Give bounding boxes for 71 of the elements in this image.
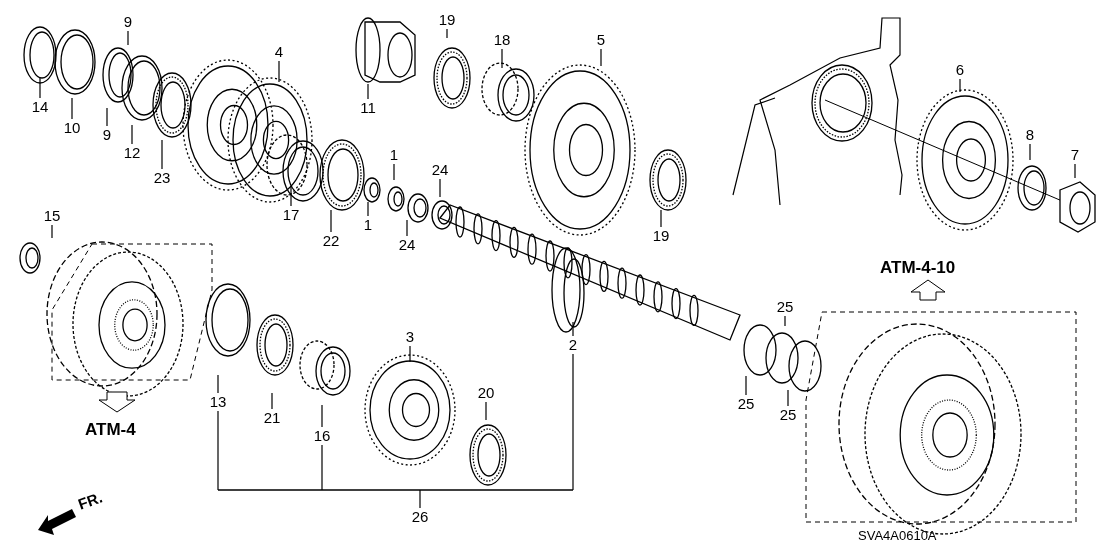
- leader-line: [787, 389, 789, 407]
- leader-line: [367, 83, 369, 100]
- callout-number: 8: [1017, 126, 1043, 144]
- callout-number: 15: [39, 207, 65, 225]
- reference-label: ATM-4: [85, 420, 136, 440]
- leader-line: [501, 48, 503, 69]
- leader-line: [271, 392, 273, 410]
- callout-number: 25: [733, 395, 759, 413]
- callout-number: 11: [355, 99, 381, 117]
- leader-line: [600, 48, 602, 67]
- callout-number: 9: [94, 126, 120, 144]
- leader-line: [278, 60, 280, 83]
- leader-line: [784, 315, 786, 327]
- leader-line: [745, 375, 747, 396]
- callout-number: 18: [489, 31, 515, 49]
- leader-line: [446, 28, 448, 39]
- leader-line: [393, 163, 395, 181]
- callout-number: 14: [27, 98, 53, 116]
- leader-line: [367, 201, 369, 217]
- leader-line: [439, 178, 441, 198]
- leader-line: [321, 444, 323, 491]
- callout-number: 4: [266, 43, 292, 61]
- callout-number: 5: [588, 31, 614, 49]
- leader-line: [217, 410, 219, 491]
- leader-line: [321, 404, 323, 428]
- leader-line: [51, 224, 53, 239]
- callout-number: 17: [278, 206, 304, 224]
- leader-line: [409, 345, 411, 363]
- direction-label: FR.: [75, 488, 105, 513]
- reference-label: ATM-4-10: [880, 258, 956, 278]
- leader-line: [217, 374, 219, 394]
- callout-number: 16: [309, 427, 335, 445]
- callout-number: 19: [434, 11, 460, 29]
- callout-number: 23: [149, 169, 175, 187]
- leader-line: [485, 401, 487, 421]
- leader-line: [1074, 163, 1076, 179]
- callout-number: 3: [397, 328, 423, 346]
- callout-number: 1: [355, 216, 381, 234]
- leader-line: [959, 78, 961, 93]
- callout-number: 25: [775, 406, 801, 424]
- leader-line: [106, 107, 108, 127]
- callout-number: 13: [205, 393, 231, 411]
- leader-line: [406, 219, 408, 237]
- callout-number: 20: [473, 384, 499, 402]
- leader-line: [572, 353, 574, 491]
- leader-line: [71, 97, 73, 120]
- callout-number: 12: [119, 144, 145, 162]
- callout-number: 10: [59, 119, 85, 137]
- drawing-code: SVA4A0610A: [858, 528, 937, 543]
- callout-number: 2: [560, 336, 586, 354]
- leader-line: [290, 186, 292, 207]
- callout-number: 9: [115, 13, 141, 31]
- callout-number: 26: [407, 508, 433, 526]
- callout-number: 22: [318, 232, 344, 250]
- leader-line: [131, 124, 133, 145]
- leader-line: [39, 77, 41, 99]
- leader-line: [1029, 143, 1031, 161]
- callout-number: 25: [772, 298, 798, 316]
- leader-line: [572, 321, 574, 337]
- callout-number: 7: [1062, 146, 1088, 164]
- leader-line: [127, 30, 129, 46]
- callout-number: 6: [947, 61, 973, 79]
- callout-number: 24: [427, 161, 453, 179]
- leader-line: [161, 139, 163, 170]
- leader-line: [419, 489, 421, 509]
- leader-line: [660, 209, 662, 228]
- callout-number: 1: [381, 146, 407, 164]
- callout-number: 21: [259, 409, 285, 427]
- leader-line: [330, 209, 332, 233]
- callout-number: 19: [648, 227, 674, 245]
- callout-number: 24: [394, 236, 420, 254]
